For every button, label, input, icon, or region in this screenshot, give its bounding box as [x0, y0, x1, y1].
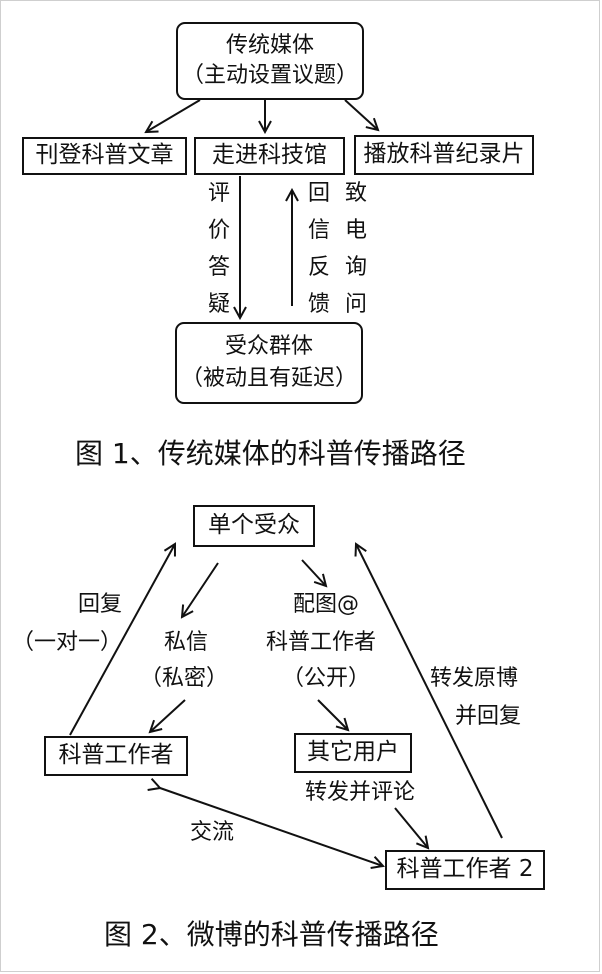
figure2-caption: 图 2、微博的科普传播路径: [104, 918, 439, 951]
mention-label-line1: 配图@: [293, 592, 360, 617]
private-label-line1: 私信: [164, 630, 209, 655]
arrow-users-to-worker2: [394, 807, 428, 848]
mention-label-line3: （公开）: [282, 666, 371, 691]
call-inquiry-label: 致 电 询 问: [344, 181, 367, 317]
other-users-label: 其它用户: [307, 739, 399, 766]
audience-group-node: 受众群体 （被动且有延迟）: [175, 322, 363, 404]
reply-label-line2: （一对一）: [12, 630, 123, 655]
publish-article-label: 刊登科普文章: [35, 142, 174, 169]
audience-group-subtitle: （被动且有延迟）: [180, 366, 357, 391]
arrow-media-to-article: [146, 99, 201, 132]
publish-article-node: 刊登科普文章: [22, 137, 187, 175]
arrow-audience-private: [182, 562, 219, 617]
traditional-media-subtitle: （主动设置议题）: [181, 63, 358, 88]
forward-comment-label: 转发并评论: [305, 780, 416, 805]
science-worker-2-label: 科普工作者 2: [396, 856, 534, 883]
mention-label-line2: 科普工作者: [266, 630, 377, 655]
arrow-mention-to-users: [317, 699, 348, 730]
traditional-media-title: 传统媒体: [225, 32, 314, 58]
arrow-private-to-worker: [150, 699, 186, 732]
audience-group-title: 受众群体: [224, 333, 313, 359]
science-worker-node: 科普工作者: [44, 736, 188, 776]
exchange-label: 交流: [190, 820, 235, 845]
private-label-line2: （私密）: [140, 666, 229, 691]
documentary-label: 播放科普纪录片: [363, 141, 525, 168]
forward-reply-line2: 并回复: [455, 704, 522, 729]
single-audience-node: 单个受众: [193, 505, 315, 547]
science-worker-2-node: 科普工作者 2: [385, 850, 545, 890]
reply-label-line1: 回复: [78, 592, 123, 617]
other-users-node: 其它用户: [294, 733, 412, 773]
forward-reply-line1: 转发原博: [430, 666, 519, 691]
arrow-audience-mention: [301, 559, 326, 586]
arrow-worker2-to-audience: [356, 544, 503, 839]
visit-museum-node: 走进科技馆: [194, 137, 345, 175]
science-worker-label: 科普工作者: [58, 742, 174, 769]
traditional-media-node: 传统媒体 （主动设置议题）: [176, 22, 364, 100]
documentary-node: 播放科普纪录片: [354, 135, 534, 175]
single-audience-label: 单个受众: [208, 512, 300, 539]
evaluate-answer-label: 评 价 答 疑: [207, 181, 230, 317]
figure1-caption: 图 1、传统媒体的科普传播路径: [75, 437, 466, 470]
arrow-exchange: [160, 788, 383, 866]
arrow-media-to-documentary: [344, 99, 378, 130]
reply-feedback-label: 回 信 反 馈: [307, 181, 330, 317]
arrow-worker-to-audience: [69, 544, 175, 736]
visit-museum-label: 走进科技馆: [212, 142, 327, 169]
